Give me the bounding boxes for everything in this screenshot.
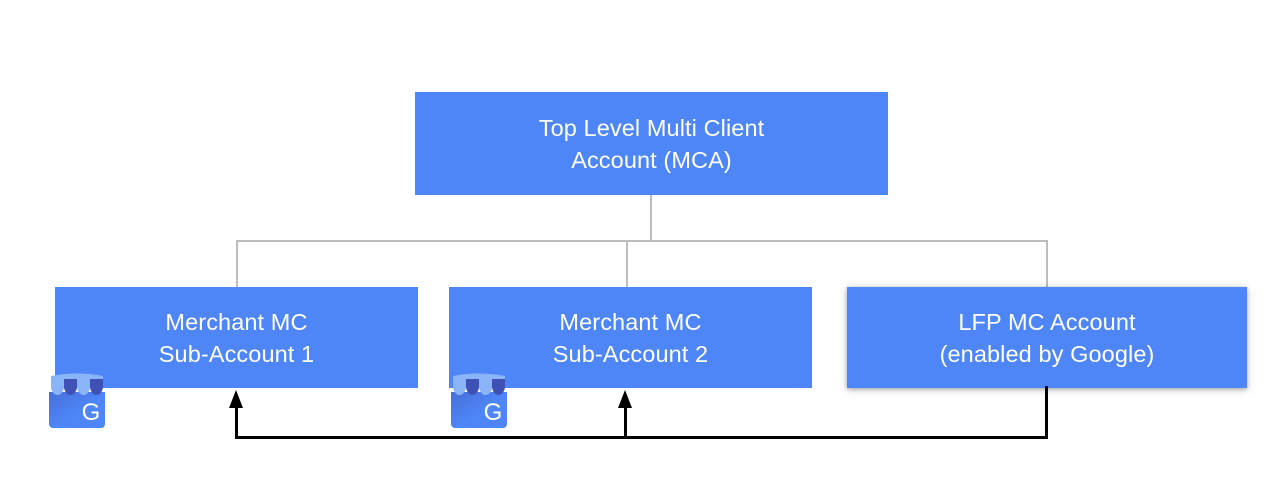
- svg-text:G: G: [82, 399, 101, 426]
- node-lfp-mc-account: LFP MC Account (enabled by Google): [847, 287, 1247, 388]
- node-merchant-mc-sub-account-1: Merchant MC Sub-Account 1: [55, 287, 418, 388]
- connector-drop-to-lfp-account: [1046, 240, 1048, 288]
- google-business-profile-icon: G: [451, 373, 507, 428]
- feedback-line-to-sub-account-1: [235, 404, 238, 438]
- connector-mca-stem: [650, 195, 652, 242]
- arrowhead-to-sub-account-2: [618, 390, 632, 408]
- google-business-profile-icon: G: [49, 373, 105, 428]
- arrowhead-to-sub-account-1: [229, 390, 243, 408]
- connector-drop-to-sub-account-1: [236, 240, 238, 288]
- node-top-level-mca: Top Level Multi Client Account (MCA): [415, 92, 888, 195]
- node-top-level-mca-label: Top Level Multi Client Account (MCA): [538, 114, 765, 173]
- feedback-line-horizontal: [235, 436, 1048, 439]
- feedback-line-from-lfp: [1045, 386, 1048, 439]
- connector-drop-to-sub-account-2: [626, 240, 628, 288]
- node-merchant-mc-sub-account-1-label: Merchant MC Sub-Account 1: [158, 308, 315, 367]
- connector-horizontal-bus: [236, 240, 1048, 242]
- node-lfp-mc-account-label: LFP MC Account (enabled by Google): [939, 308, 1155, 367]
- node-merchant-mc-sub-account-2-label: Merchant MC Sub-Account 2: [552, 308, 709, 367]
- feedback-line-to-sub-account-2: [624, 404, 627, 438]
- svg-text:G: G: [484, 399, 503, 426]
- node-merchant-mc-sub-account-2: Merchant MC Sub-Account 2: [449, 287, 812, 388]
